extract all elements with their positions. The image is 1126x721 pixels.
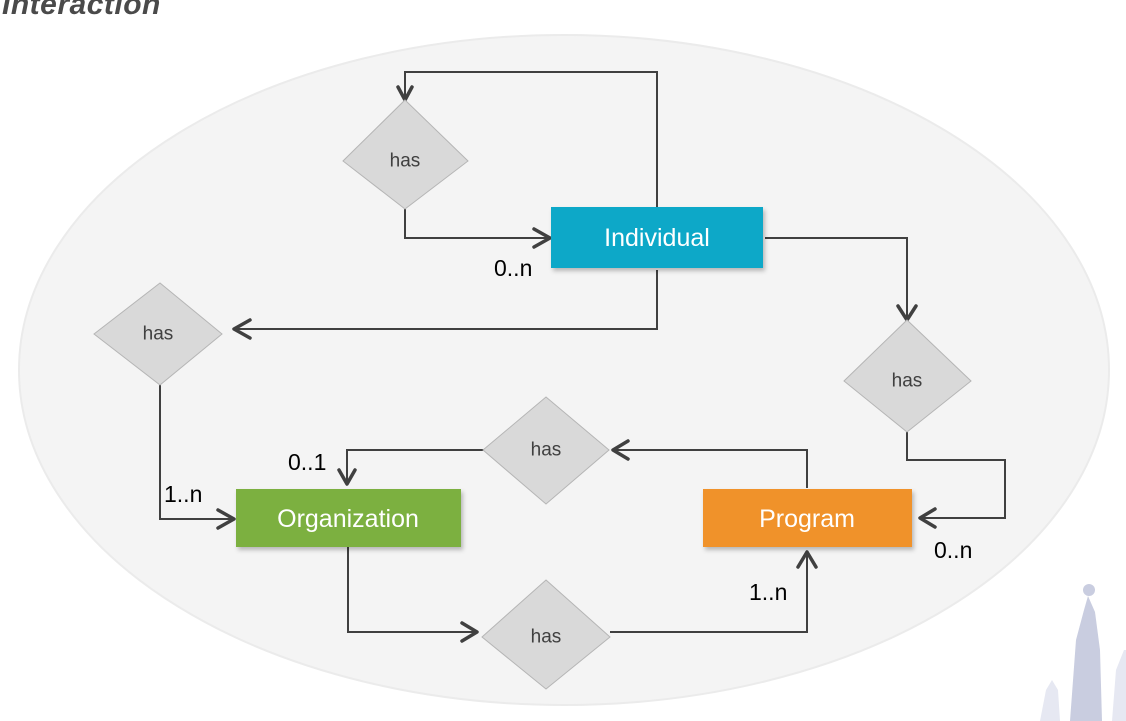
relation-individual-program: has (843, 319, 972, 433)
entity-label: Program (759, 505, 855, 533)
relation-label: has (531, 627, 562, 648)
entity-program: Program (703, 489, 912, 547)
cardinality-individual-self: 0..n (494, 255, 532, 281)
connector-individual-self-loop (404, 71, 658, 207)
relation-label: has (531, 440, 562, 461)
relation-program-organization: has (482, 396, 610, 505)
entity-label: Individual (604, 224, 710, 252)
relation-organization-program: has (481, 579, 611, 690)
arrowhead-program-bottom (796, 550, 818, 569)
entity-label: Organization (277, 505, 419, 533)
connector-relation-to-program-bottom (610, 552, 808, 633)
graduate-silhouette-decoration (1040, 584, 1126, 721)
arrowhead-organization-left (216, 508, 236, 530)
connector-relation-to-program (906, 432, 1006, 519)
cardinality-organization-top: 0..1 (288, 449, 326, 475)
cardinality-organization-left: 1..n (164, 481, 202, 507)
connector-relation-to-organization (159, 385, 234, 520)
relation-label: has (892, 371, 923, 392)
entity-organization: Organization (236, 489, 461, 547)
relation-individual-organization: has (93, 282, 223, 386)
connectors (159, 71, 1006, 643)
arrowhead-program-right (918, 507, 937, 529)
arrowhead-bottom-relation (460, 621, 479, 643)
arrowhead-individual (532, 227, 552, 249)
arrowhead-org-relation (232, 318, 252, 340)
arrowhead-organization-top (337, 468, 357, 486)
connector-organization-to-program-relation (347, 546, 477, 633)
cardinality-program-right: 0..n (934, 537, 972, 563)
connector-individual-to-program-relation (765, 237, 908, 320)
arrowhead-program-org-relation (611, 439, 630, 461)
relation-label: has (390, 151, 421, 172)
entity-individual: Individual (551, 207, 763, 268)
connector-program-to-org-relation (613, 449, 808, 488)
relation-label: has (143, 324, 174, 345)
connector-relation-to-organization-top (346, 449, 484, 484)
relation-self: has (342, 99, 469, 210)
connector-individual-to-org-relation (234, 270, 658, 330)
cardinality-program-bottom: 1..n (749, 579, 787, 605)
connector-self-to-individual (404, 209, 550, 239)
page-title: Interaction (2, 0, 161, 21)
